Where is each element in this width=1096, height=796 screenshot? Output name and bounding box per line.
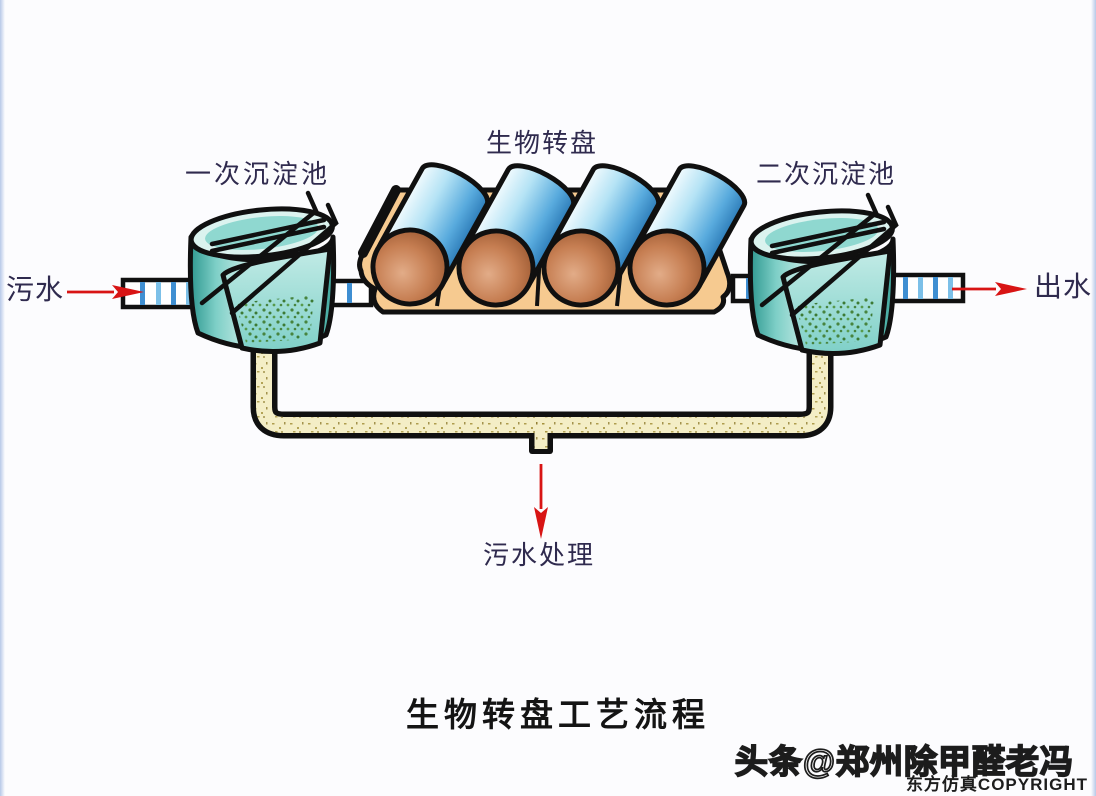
secondary-sedimentation-tank [749, 195, 896, 354]
sludge-treatment-label: 污水处理 [483, 541, 596, 570]
primary-to-disc-pipe [326, 278, 374, 308]
primary-tank-label: 一次沉淀池 [185, 160, 331, 189]
primary-sedimentation-tank [189, 193, 336, 352]
sludge-arrow [534, 464, 548, 539]
watermark-copyright: 东方仿真COPYRIGHT [905, 775, 1088, 794]
inflow-label: 污水 [6, 275, 65, 306]
biodisc-label: 生物转盘 [486, 129, 599, 158]
outflow-arrow [952, 282, 1027, 296]
diagram-title: 生物转盘工艺流程 [406, 698, 710, 734]
secondary-tank-label: 二次沉淀池 [756, 160, 897, 189]
flow-arrows [67, 282, 1027, 539]
outflow-label: 出水 [1034, 272, 1093, 303]
sludge-return-pipe [250, 342, 834, 454]
watermark-author: 头条@郑州除甲醛老冯 [734, 742, 1074, 781]
biodisc-unit [357, 156, 751, 318]
inflow-arrow [67, 285, 144, 299]
